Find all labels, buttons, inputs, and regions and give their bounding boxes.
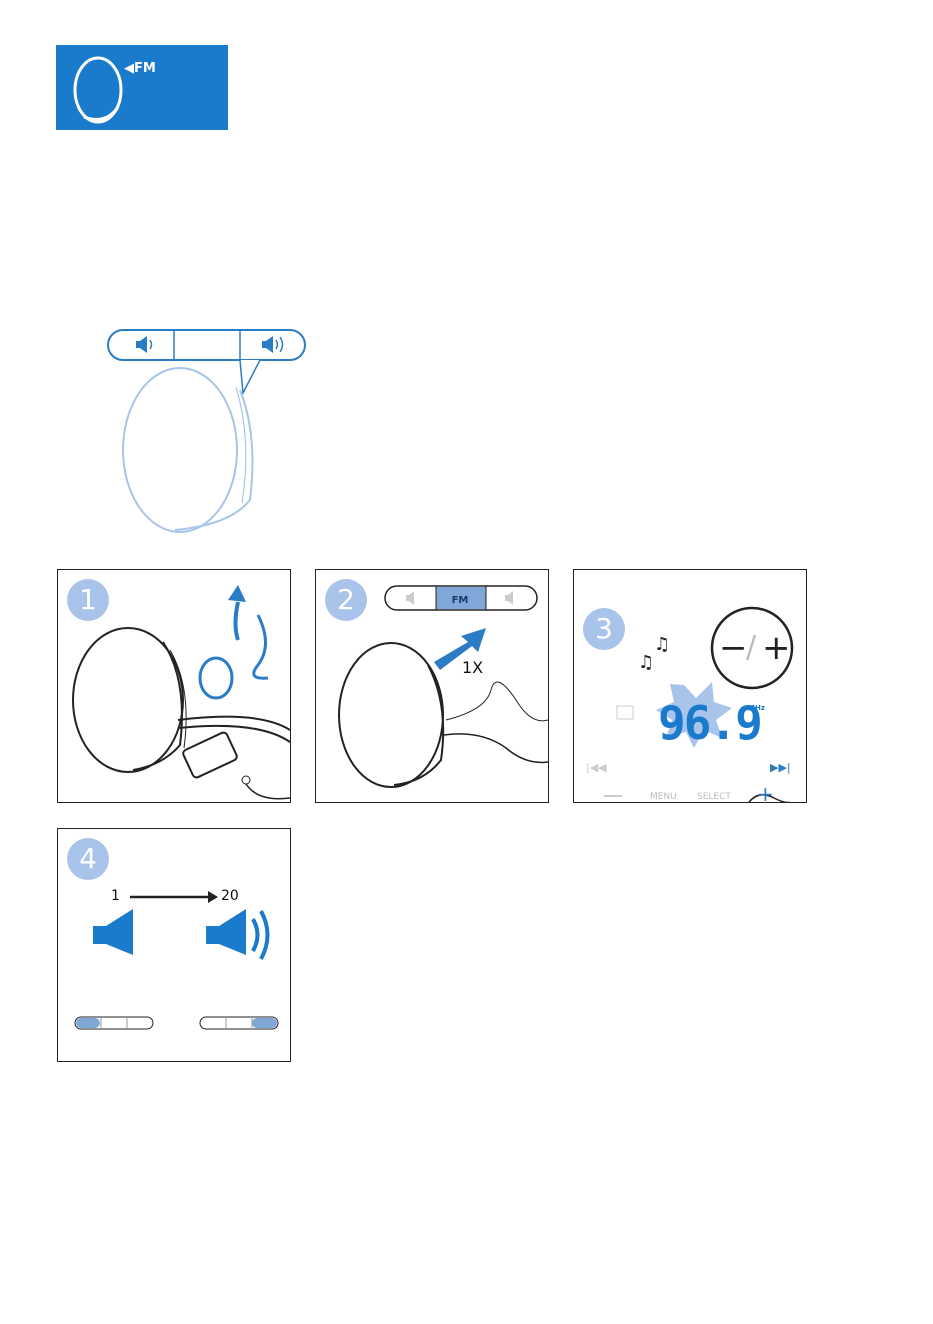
step-3-panel: 3 ♫ ♫ |◀◀ ▶▶| − / + 96.9 MHz MENU SELECT… — [573, 569, 807, 803]
frequency-unit: MHz — [748, 704, 765, 712]
press-count: 1X — [462, 658, 483, 677]
minus-button-glyph: − — [719, 628, 748, 668]
select-label: SELECT — [697, 792, 731, 802]
svg-text:|◀◀: |◀◀ — [586, 761, 607, 774]
plus-key-glyph: + — [757, 782, 774, 803]
plug-in-illustration — [58, 570, 290, 802]
fm-label: ◀FM — [124, 61, 156, 76]
svg-text:♫: ♫ — [638, 652, 654, 673]
plus-button-glyph: + — [762, 628, 791, 668]
slash-divider: / — [746, 630, 756, 665]
tune-illustration: ♫ ♫ |◀◀ ▶▶| — [574, 570, 806, 802]
speaker-low-icon — [93, 909, 133, 955]
step-1-panel: 1 — [57, 569, 291, 803]
svg-text:▶▶|: ▶▶| — [770, 761, 791, 774]
menu-label: MENU — [650, 792, 677, 802]
step-2-panel: 2 FM 1X — [315, 569, 549, 803]
volume-control-diagram — [100, 325, 315, 540]
volume-illustration — [58, 829, 290, 1061]
step-4-panel: 4 1 20 — [57, 828, 291, 1062]
fm-mode-badge — [56, 45, 228, 130]
frequency-readout: 96.9 — [658, 696, 761, 750]
svg-text:♫: ♫ — [654, 634, 670, 655]
fm-segment-label: FM — [423, 595, 497, 606]
speaker-high-icon — [206, 909, 268, 959]
knob-icon — [56, 45, 228, 130]
